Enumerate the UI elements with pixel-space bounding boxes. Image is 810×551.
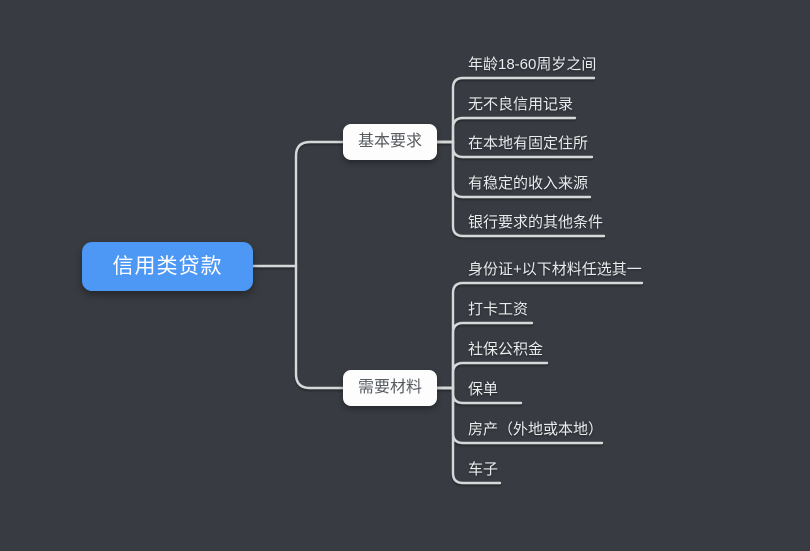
leaf-topic-other-bank-conditions[interactable]: 银行要求的其他条件 xyxy=(468,214,604,231)
edge-branch2-leaf3 xyxy=(435,361,549,390)
edge-branch2-leaf2 xyxy=(435,321,534,390)
leaf-topic-fixed-residence[interactable]: 在本地有固定住所 xyxy=(468,135,589,152)
edge-branch2-leaf6 xyxy=(435,386,502,485)
leaf-topic-insurance-policy[interactable]: 保单 xyxy=(468,381,499,398)
edge-spine-branch1 xyxy=(294,140,345,268)
branch-topic-basic-requirements[interactable]: 基本要求 xyxy=(343,124,437,160)
edge-branch1-leaf5 xyxy=(435,140,606,238)
leaf-topic-social-security-fund[interactable]: 社保公积金 xyxy=(468,341,544,358)
root-topic-credit-loan[interactable]: 信用类贷款 xyxy=(82,242,253,291)
leaf-topic-no-bad-credit[interactable]: 无不良信用记录 xyxy=(468,96,574,113)
leaf-topic-id-card-plus-one[interactable]: 身份证+以下材料任选其一 xyxy=(468,261,642,278)
leaf-topic-stable-income[interactable]: 有稳定的收入来源 xyxy=(468,175,589,192)
edge-spine-branch2 xyxy=(294,264,345,390)
edge-branch2-leaf1 xyxy=(435,281,644,390)
leaf-topic-car[interactable]: 车子 xyxy=(468,461,499,478)
leaf-topic-property[interactable]: 房产（外地或本地） xyxy=(468,421,604,438)
edge-branch1-leaf1 xyxy=(435,76,596,144)
edge-branch1-leaf2 xyxy=(435,116,577,144)
branch-topic-required-materials[interactable]: 需要材料 xyxy=(343,370,437,406)
leaf-topic-salary-card[interactable]: 打卡工资 xyxy=(468,301,529,318)
leaf-topic-age-range[interactable]: 年龄18-60周岁之间 xyxy=(468,56,597,73)
